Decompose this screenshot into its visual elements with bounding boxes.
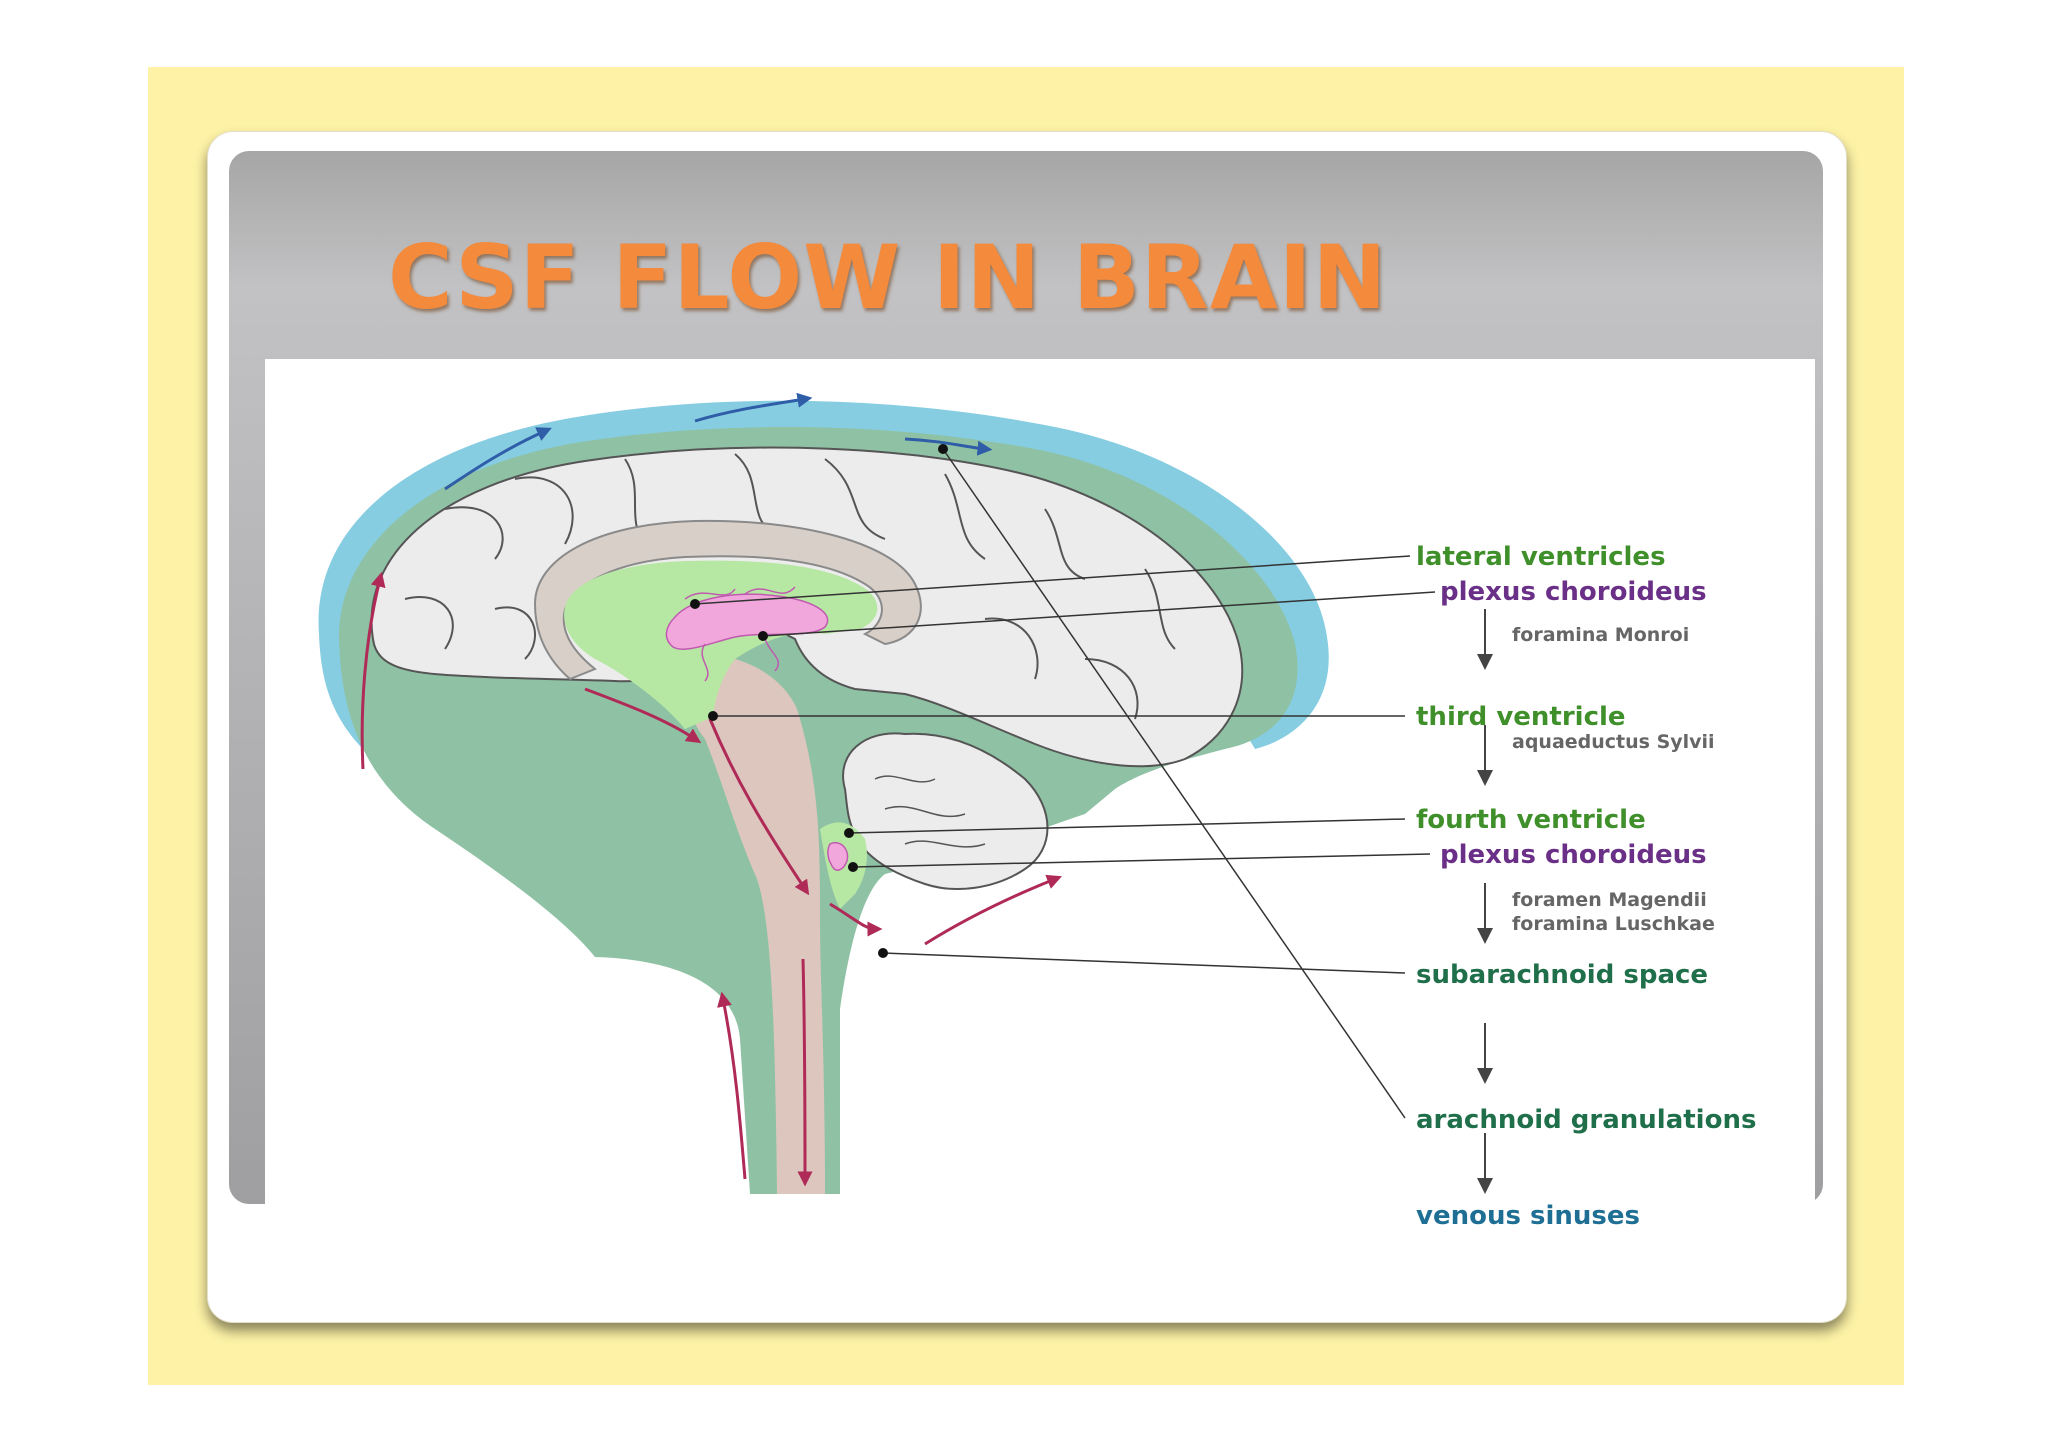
slide-title: CSF FLOW IN BRAIN [388,226,1388,329]
passage-foramina-monroi: foramina Monroi [1512,624,1689,646]
label-plexus-choroideus-upper: plexus choroideus [1440,577,1707,607]
brainstem-shape [690,659,825,1194]
figure-panel: lateral ventricles plexus choroideus thi… [265,359,1815,1301]
label-lateral-ventricles: lateral ventricles [1416,542,1666,572]
label-subarachnoid-space: subarachnoid space [1416,960,1708,990]
leader-lines [694,448,1436,1119]
label-third-ventricle: third ventricle [1416,702,1626,732]
passage-foramina-luschkae: foramina Luschkae [1512,913,1715,935]
passage-foramen-magendii: foramen Magendii [1512,889,1707,911]
passage-aquaeductus-sylvii: aquaeductus Sylvii [1512,731,1715,753]
label-venous-sinuses: venous sinuses [1416,1201,1640,1231]
csf-flow-arrows [360,571,1062,1187]
csf-flow-diagram: lateral ventricles plexus choroideus thi… [318,392,1756,1231]
label-plexus-choroideus-lower: plexus choroideus [1440,840,1707,870]
label-arachnoid-granulations: arachnoid granulations [1416,1105,1756,1135]
label-fourth-ventricle: fourth ventricle [1416,805,1646,835]
venous-drainage-arrows [444,392,993,491]
cerebellum-folia [874,775,986,848]
leader-dots [690,444,948,958]
gyri-lines [404,453,1176,720]
choroid-plexus-lower [827,842,849,871]
plexus-strands-upper [684,586,796,682]
